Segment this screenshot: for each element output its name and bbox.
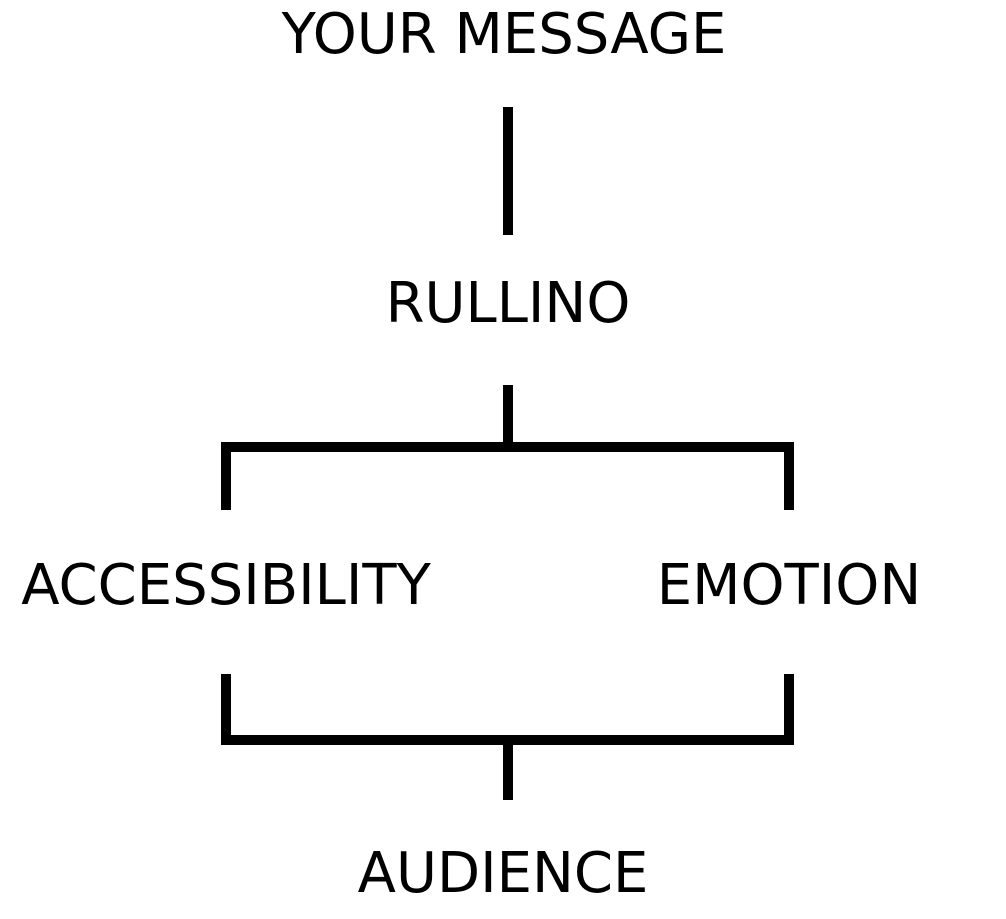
node-emotion: EMOTION xyxy=(656,553,922,618)
edge-merge-audience xyxy=(221,674,794,745)
node-accessibility: ACCESSIBILITY xyxy=(21,553,431,618)
node-your-message: YOUR MESSAGE xyxy=(281,2,727,67)
node-rullino: RULLINO xyxy=(385,271,631,336)
edge-rullino-branch xyxy=(221,442,794,510)
node-audience: AUDIENCE xyxy=(357,841,649,906)
